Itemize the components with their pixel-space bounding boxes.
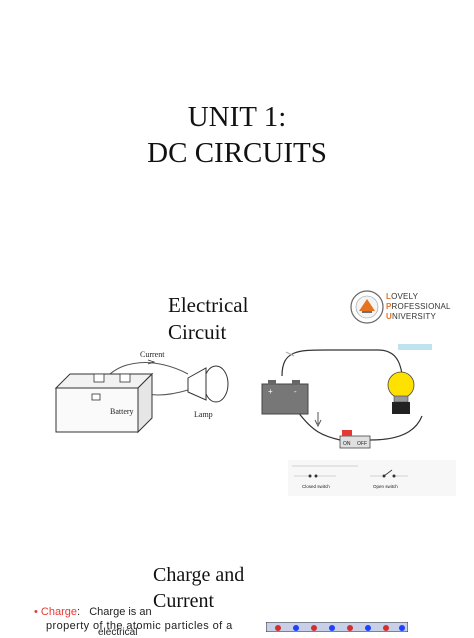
logo-word-3: NIVERSITY bbox=[391, 312, 437, 321]
slide-heading: Charge and Current bbox=[153, 562, 244, 614]
slide-title-line-1: UNIT 1: bbox=[187, 101, 287, 133]
university-logo-icon bbox=[350, 290, 384, 324]
bullet-icon: • bbox=[34, 606, 38, 618]
switch-off-label: OFF bbox=[357, 441, 367, 447]
logo-initial-p: P bbox=[386, 302, 392, 311]
logo-word-1: OVELY bbox=[391, 292, 419, 301]
closed-switch-label: Closed switch bbox=[302, 484, 330, 489]
charge-text-line-2: property of the atomic particles of a bbox=[46, 620, 233, 632]
slide-charge-current: Charge and Current • Charge: Charge is a… bbox=[0, 540, 474, 638]
logo-wordmark: LOVELY PROFESSIONAL UNIVERSITY bbox=[386, 292, 451, 322]
lamp-label: Lamp bbox=[194, 410, 213, 419]
battery-label: Battery bbox=[110, 407, 134, 416]
logo-initial-u: U bbox=[386, 312, 392, 321]
charge-particles-figure bbox=[266, 622, 408, 632]
current-label: Current bbox=[140, 350, 165, 359]
open-switch-label: Open switch bbox=[373, 484, 398, 489]
logo-initial-l: L bbox=[386, 292, 392, 301]
battery-lamp-diagram: Current Battery Lamp bbox=[54, 350, 229, 434]
battery-plus: + bbox=[268, 387, 273, 396]
heading-line-1: Electrical bbox=[168, 293, 249, 317]
charge-text: Charge is an bbox=[89, 606, 152, 618]
heading-line-2: Current bbox=[153, 590, 215, 612]
charge-colon: : bbox=[77, 606, 81, 618]
heading-line-2: Circuit bbox=[168, 320, 227, 344]
slide-heading: Electrical Circuit bbox=[168, 292, 248, 346]
charge-keyword: Charge bbox=[40, 606, 77, 618]
switch-on-label: ON bbox=[343, 441, 351, 447]
logo-word-2: ROFESSIONAL bbox=[391, 302, 451, 311]
battery-minus: - bbox=[294, 387, 297, 396]
heading-line-1: Charge and bbox=[153, 564, 245, 586]
slide-title: UNIT 1: DC CIRCUITS bbox=[0, 0, 474, 262]
charge-bullet: • Charge: Charge is an bbox=[34, 606, 152, 618]
slide-electrical-circuit: Electrical Circuit LOVELY PROFESSIONAL U… bbox=[0, 262, 474, 540]
charge-text-line-3: electrical bbox=[98, 627, 138, 638]
slide-title-line-2: DC CIRCUITS bbox=[147, 137, 327, 169]
switch-circuit-diagram: + - ON OFF Closed switch Open switch bbox=[261, 344, 456, 496]
